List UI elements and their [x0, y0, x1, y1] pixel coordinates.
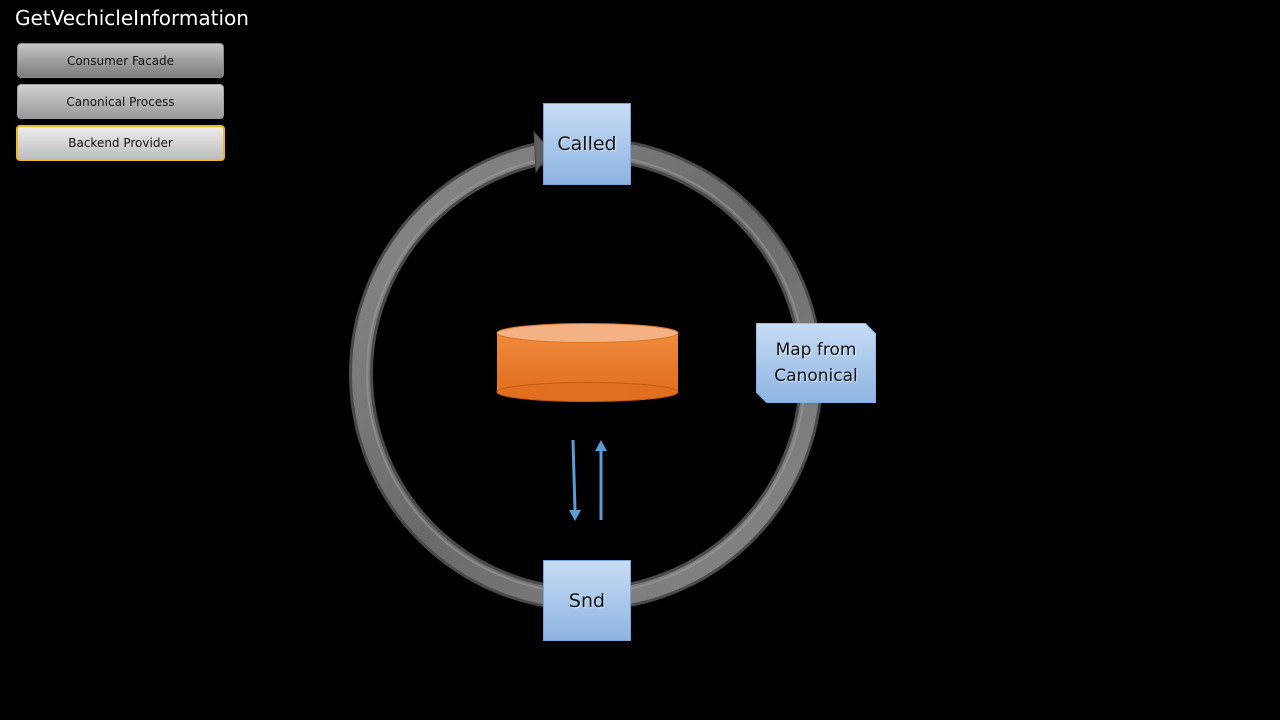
consumer-facade-button[interactable]: Consumer Facade: [17, 43, 224, 78]
canonical-process-label: Canonical Process: [66, 94, 175, 109]
called-step-node: Called: [543, 103, 631, 185]
snd-step-label: Snd: [568, 589, 606, 612]
backend-provider-label: Backend Provider: [68, 136, 173, 150]
canonical-process-button[interactable]: Canonical Process: [17, 84, 224, 119]
page-title: GetVechicleInformation: [15, 6, 249, 30]
called-step-label: Called: [557, 133, 617, 155]
snd-step-node: Snd: [543, 560, 631, 641]
database-icon: [496, 323, 679, 402]
map-from-canonical-label: Map from Canonical: [774, 340, 858, 386]
map-from-canonical-node: Map from Canonical: [756, 323, 876, 403]
request-arrow-down-icon: [569, 439, 581, 521]
backend-provider-button[interactable]: Backend Provider: [16, 125, 225, 161]
database-top: [496, 323, 679, 343]
database-bottom: [496, 382, 679, 402]
consumer-facade-label: Consumer Facade: [66, 53, 175, 68]
map-node-shape: [756, 323, 876, 403]
response-arrow-up-icon: [595, 440, 607, 520]
